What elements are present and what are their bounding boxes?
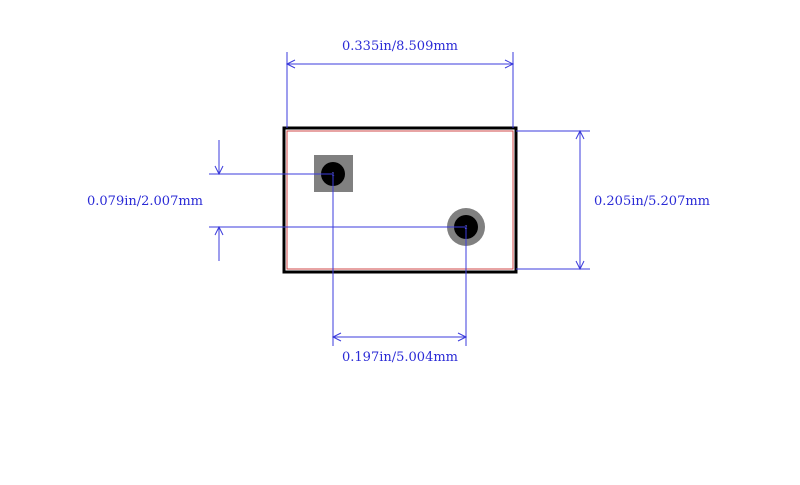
pad-offset-dimension-label: 0.079in/2.007mm (87, 194, 203, 209)
width-dimension: 0.335in/8.509mm (285, 39, 515, 128)
height-dimension: 0.205in/5.207mm (516, 129, 710, 271)
width-dimension-label: 0.335in/8.509mm (342, 39, 458, 54)
height-dimension-label: 0.205in/5.207mm (594, 194, 710, 209)
courtyard-outline (286, 130, 514, 270)
pin-pitch-dimension: 0.197in/5.004mm (331, 174, 468, 365)
pad-offset-dimension: 0.079in/2.007mm (87, 140, 466, 261)
pin-pitch-dimension-label: 0.197in/5.004mm (342, 350, 458, 365)
component-outline (282, 126, 518, 274)
